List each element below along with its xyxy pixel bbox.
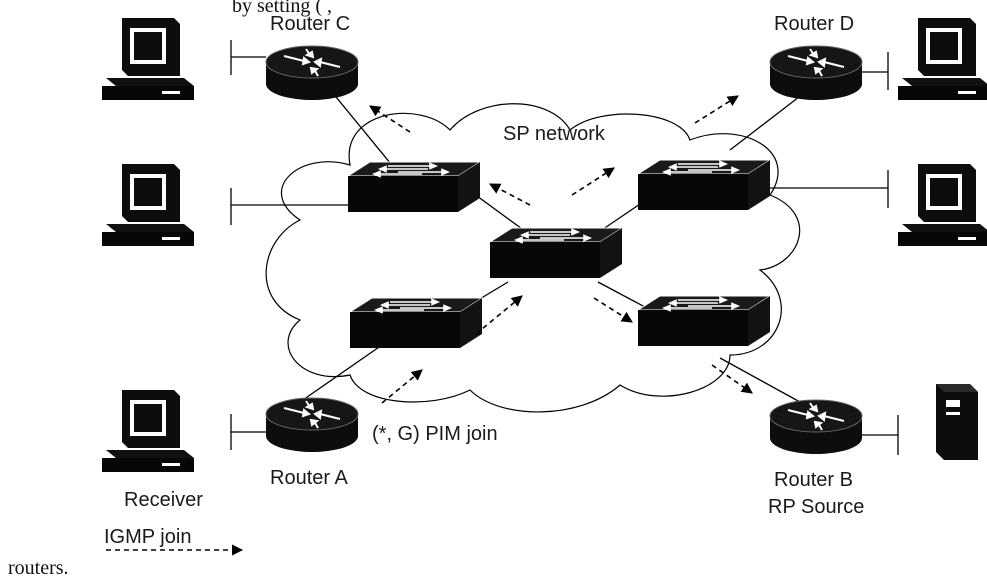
switch-bottom-right-icon xyxy=(637,295,771,347)
switch-top-left-icon xyxy=(347,161,481,213)
switch-core-icon xyxy=(489,227,623,279)
switch-top-right-icon xyxy=(637,159,771,211)
receiver-label: Receiver xyxy=(124,489,203,511)
host-top-left-icon xyxy=(102,18,194,100)
router-c-icon xyxy=(265,45,359,101)
router-d-icon xyxy=(769,45,863,101)
router-b-label: Router B xyxy=(774,469,853,491)
host-mid-left-icon xyxy=(102,164,194,246)
router-a-icon xyxy=(265,397,359,453)
router-b-icon xyxy=(769,399,863,455)
source-server-icon xyxy=(936,384,978,460)
caption-text: routers. xyxy=(8,557,69,579)
router-a-label: Router A xyxy=(270,467,348,489)
pim-join-label: (*, G) PIM join xyxy=(372,423,498,445)
switch-bottom-left-icon xyxy=(349,297,483,349)
pim-join-arrows xyxy=(369,95,753,404)
router-c-label: Router C xyxy=(270,13,350,35)
host-mid-right-icon xyxy=(898,164,987,246)
receiver-host-icon xyxy=(102,390,194,472)
router-d-label: Router D xyxy=(774,13,854,35)
rp-source-label: RP Source xyxy=(768,496,864,518)
sp-network-label: SP network xyxy=(503,123,606,145)
host-top-right-icon xyxy=(898,18,987,100)
top-partial-text: by setting ( , xyxy=(232,0,332,17)
igmp-join-label: IGMP join xyxy=(104,526,191,548)
